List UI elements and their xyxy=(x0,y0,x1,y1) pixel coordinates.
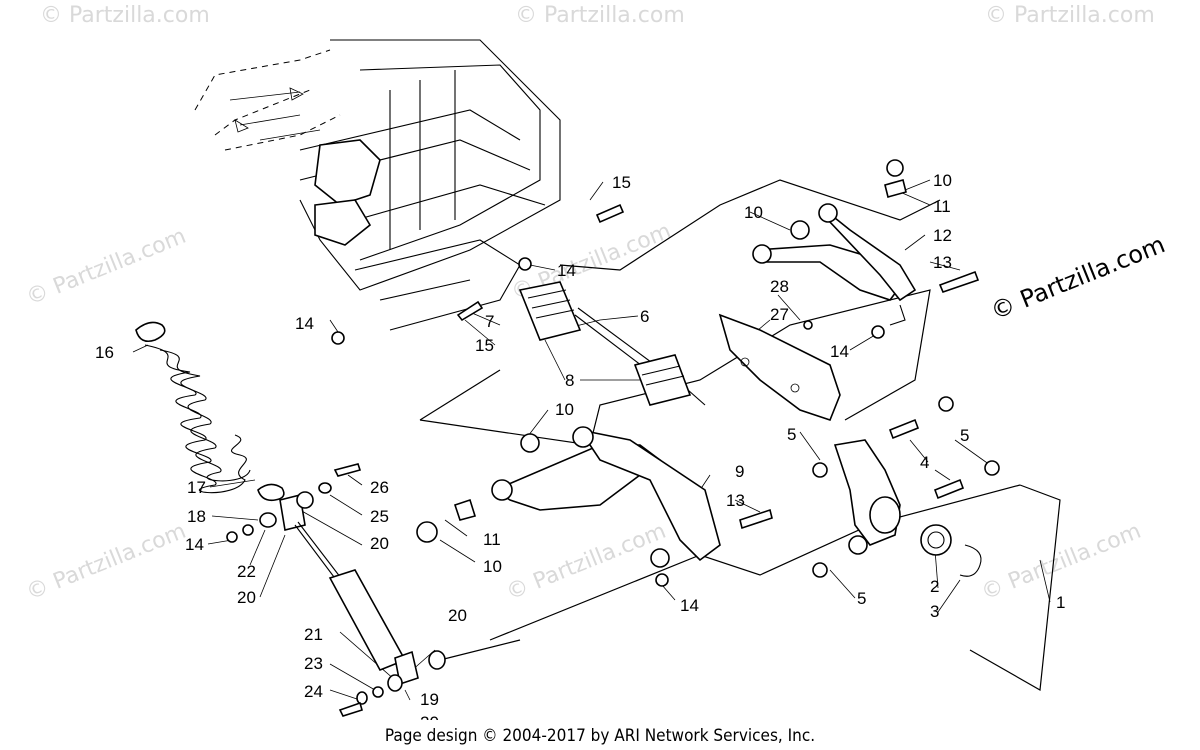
callout-18: 18 xyxy=(187,507,206,526)
callout-8: 8 xyxy=(565,371,574,390)
callout-10: 10 xyxy=(483,557,502,576)
knuckle-assembly xyxy=(812,396,1000,578)
watermark-text: © Partzilla.com xyxy=(985,3,1155,28)
callout-13: 13 xyxy=(726,491,745,510)
callout-5: 5 xyxy=(857,589,866,608)
callout-26: 26 xyxy=(370,478,389,497)
callout-14: 14 xyxy=(185,535,204,554)
callout-2: 2 xyxy=(930,577,939,596)
callout-6: 6 xyxy=(640,307,649,326)
callout-9: 9 xyxy=(735,462,744,481)
callout-15: 15 xyxy=(612,173,631,192)
callout-20: 20 xyxy=(237,588,256,607)
callout-20: 20 xyxy=(448,606,467,625)
callout-3: 3 xyxy=(930,602,939,621)
callout-16: 16 xyxy=(95,343,114,362)
fasteners-left xyxy=(331,203,625,345)
callout-12: 12 xyxy=(933,226,952,245)
partzilla-watermark: © Partzilla.com xyxy=(987,230,1169,325)
callout-21: 21 xyxy=(304,625,323,644)
copyright-footer: Page design © 2004-2017 by ARI Network S… xyxy=(385,726,815,746)
callout-10: 10 xyxy=(555,400,574,419)
callout-10: 10 xyxy=(933,171,952,190)
callout-15: 15 xyxy=(475,336,494,355)
callout-24: 24 xyxy=(304,682,323,701)
callout-27: 27 xyxy=(770,305,789,324)
upper-a-arm xyxy=(752,159,980,339)
callout-1: 1 xyxy=(1056,593,1065,612)
watermark-text: © Partzilla.com xyxy=(40,3,210,28)
callout-10: 10 xyxy=(744,203,763,222)
watermark-text: © Partzilla.com xyxy=(23,224,190,311)
lower-a-arm xyxy=(416,426,773,587)
callout-14: 14 xyxy=(295,314,314,333)
callout-17: 17 xyxy=(187,478,206,497)
watermark-text: © Partzilla.com xyxy=(503,519,670,606)
callout-4: 4 xyxy=(920,453,929,472)
vehicle-frame xyxy=(194,39,561,331)
callout-19: 19 xyxy=(420,690,439,709)
callout-14: 14 xyxy=(830,342,849,361)
callout-23: 23 xyxy=(304,654,323,673)
callout-13: 13 xyxy=(933,253,952,272)
callout-14: 14 xyxy=(680,596,699,615)
callout-5: 5 xyxy=(787,425,796,444)
callout-14: 14 xyxy=(557,261,576,280)
coil-spring xyxy=(135,321,285,502)
callout-25: 25 xyxy=(370,507,389,526)
arm-guard xyxy=(718,313,841,421)
callout-5: 5 xyxy=(960,426,969,445)
callout-11: 11 xyxy=(483,530,501,549)
cv-axle xyxy=(518,281,706,406)
callout-20: 20 xyxy=(370,534,389,553)
callout-11: 11 xyxy=(933,197,951,216)
callout-28: 28 xyxy=(770,277,789,296)
watermark-text: © Partzilla.com xyxy=(23,519,190,606)
callout-7: 7 xyxy=(485,312,494,331)
footer-background xyxy=(385,720,815,750)
watermark-text: © Partzilla.com xyxy=(515,3,685,28)
shock-absorber xyxy=(226,463,446,717)
callout-22: 22 xyxy=(237,562,256,581)
